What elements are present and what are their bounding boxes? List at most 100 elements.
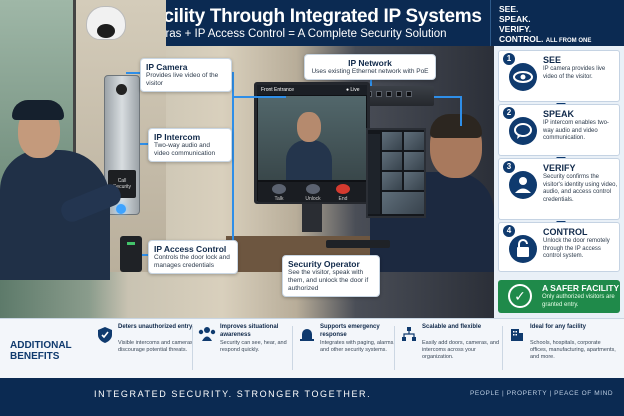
camera-tile bbox=[382, 192, 424, 214]
people-icon bbox=[198, 326, 216, 344]
talk-label: Talk bbox=[274, 196, 284, 202]
benefit-title: Scalable and flexible bbox=[422, 324, 482, 330]
callout-ip-access-control-title: IP Access Control bbox=[154, 244, 227, 254]
step-title: SPEAK bbox=[543, 109, 575, 119]
intercom-screen-line1: Call bbox=[117, 178, 127, 184]
video-visitor-body bbox=[286, 140, 332, 180]
unlock-icon[interactable] bbox=[306, 184, 320, 194]
camera-tile bbox=[382, 172, 402, 190]
step-verify: 3 VERIFY Security confirms the visitor's… bbox=[498, 158, 620, 220]
building-icon bbox=[508, 326, 526, 344]
switch-port bbox=[376, 91, 382, 97]
end-label: End bbox=[338, 196, 348, 202]
talk-icon[interactable] bbox=[272, 184, 286, 194]
benefit-desc: Security can see, hear, and respond quic… bbox=[220, 340, 287, 353]
safer-title: A SAFER FACILITY bbox=[542, 283, 620, 293]
camera-grid-sidebar bbox=[368, 134, 380, 214]
unlock-label: Unlock bbox=[305, 196, 321, 202]
connector-line bbox=[370, 76, 372, 86]
callout-security-operator-desc: See the visitor, speak with them, and un… bbox=[288, 269, 369, 292]
network-icon bbox=[400, 326, 418, 344]
shield-icon bbox=[96, 326, 114, 344]
card-reader-led bbox=[127, 242, 135, 245]
callout-ip-camera-desc: Provides live video of the visitor bbox=[146, 72, 219, 87]
safer-desc: Only authorized visitors are granted ent… bbox=[542, 294, 615, 308]
callout-ip-camera: IP Camera Provides live video of the vis… bbox=[140, 58, 232, 92]
connector-line bbox=[140, 143, 150, 145]
slogan-control-text: CONTROL. bbox=[499, 34, 544, 44]
footer-tagline: INTEGRATED SECURITY. STRONGER TOGETHER. bbox=[94, 389, 372, 399]
visitor-cap bbox=[12, 100, 64, 120]
step-title: CONTROL bbox=[543, 227, 588, 237]
visitor-body bbox=[0, 150, 110, 280]
connector-line bbox=[460, 96, 462, 126]
step-number: 2 bbox=[503, 107, 515, 119]
intercom-screen-line2: Security bbox=[112, 184, 132, 190]
benefit-title: Improves situational awareness bbox=[220, 324, 279, 338]
step-control: 4 CONTROL Unlock the door remotely throu… bbox=[498, 222, 620, 272]
monitor-title-bar: Front Entrance bbox=[257, 85, 367, 95]
person-check-icon bbox=[509, 171, 537, 199]
step-number: 3 bbox=[503, 161, 515, 173]
camera-tile bbox=[382, 152, 402, 170]
alarm-icon bbox=[298, 326, 316, 344]
callout-ip-access-control: IP Access Control Controls the door lock… bbox=[148, 240, 238, 274]
callout-security-operator-title: Security Operator bbox=[288, 259, 360, 269]
card-reader-device bbox=[120, 236, 142, 272]
speech-bubble-icon bbox=[509, 117, 537, 145]
keyboard bbox=[326, 240, 390, 248]
divider bbox=[192, 326, 193, 370]
benefit-desc: Schools, hospitals, corporate offices, m… bbox=[530, 340, 616, 360]
end-call-icon[interactable] bbox=[336, 184, 350, 194]
connector-line bbox=[434, 96, 460, 98]
callout-ip-intercom-desc: Two-way audio and video communication bbox=[154, 142, 216, 157]
step-title: SEE bbox=[543, 55, 562, 65]
callout-ip-network-desc: Uses existing Ethernet network with PoE bbox=[311, 68, 429, 75]
ip-camera-device bbox=[86, 6, 126, 40]
checkmark-icon: ✓ bbox=[508, 284, 532, 308]
step-desc: Unlock the door remotely through the IP … bbox=[543, 238, 610, 259]
camera-tile bbox=[404, 132, 424, 150]
slogan-speak: SPEAK. bbox=[499, 14, 531, 24]
divider bbox=[292, 326, 293, 370]
benefit-deters: Deters unauthorized entry Visible interc… bbox=[96, 322, 196, 374]
lock-icon bbox=[509, 235, 537, 263]
camera-lens bbox=[97, 24, 115, 38]
callout-ip-access-control-desc: Controls the door lock and manages crede… bbox=[154, 254, 230, 269]
benefit-title: Ideal for any facility bbox=[530, 324, 587, 330]
switch-port bbox=[386, 91, 392, 97]
connector-line bbox=[142, 254, 152, 256]
camera-tile bbox=[382, 132, 402, 150]
step-see: 1 SEE IP camera provides live video of t… bbox=[498, 50, 620, 102]
operator-hair bbox=[430, 114, 482, 138]
step-desc: IP camera provides live video of the vis… bbox=[543, 66, 606, 80]
connector-line bbox=[232, 72, 234, 258]
step-title: VERIFY bbox=[543, 163, 576, 173]
benefit-desc: Easily add doors, cameras, and intercoms… bbox=[422, 340, 500, 360]
callout-security-operator: Security Operator See the visitor, speak… bbox=[282, 255, 380, 297]
connector-line bbox=[232, 96, 286, 98]
slogan-see: SEE. bbox=[499, 4, 519, 14]
step-number: 4 bbox=[503, 225, 515, 237]
switch-port bbox=[406, 91, 412, 97]
camera-tile bbox=[404, 172, 424, 190]
slogan-verify: VERIFY. bbox=[499, 24, 532, 34]
callout-ip-network: IP Network Uses existing Ethernet networ… bbox=[304, 54, 436, 80]
callout-ip-intercom: IP Intercom Two-way audio and video comm… bbox=[148, 128, 232, 162]
connector-line bbox=[126, 72, 142, 74]
step-desc: IP intercom enables two-way audio and vi… bbox=[543, 120, 609, 141]
video-visitor-face bbox=[297, 112, 321, 142]
divider bbox=[502, 326, 503, 370]
benefits-label-line1: ADDITIONAL bbox=[10, 340, 72, 351]
step-number: 1 bbox=[503, 53, 515, 65]
benefit-title: Supports emergency response bbox=[320, 324, 380, 338]
benefit-scalable: Scalable and flexible Easily add doors, … bbox=[400, 322, 500, 374]
benefit-facility: Ideal for any facility Schools, hospital… bbox=[508, 322, 620, 374]
safer-facility-banner: ✓ A SAFER FACILITY Only authorized visit… bbox=[498, 280, 620, 313]
benefit-desc: Visible intercoms and cameras discourage… bbox=[118, 340, 193, 353]
footer-banner bbox=[0, 378, 624, 416]
corner-slogan: SEE. SPEAK. VERIFY. CONTROL. ALL FROM ON… bbox=[490, 0, 624, 56]
benefit-desc: Integrates with paging, alarms, and othe… bbox=[320, 340, 395, 353]
live-indicator: ● Live bbox=[346, 87, 360, 93]
intercom-call-button bbox=[116, 204, 126, 214]
